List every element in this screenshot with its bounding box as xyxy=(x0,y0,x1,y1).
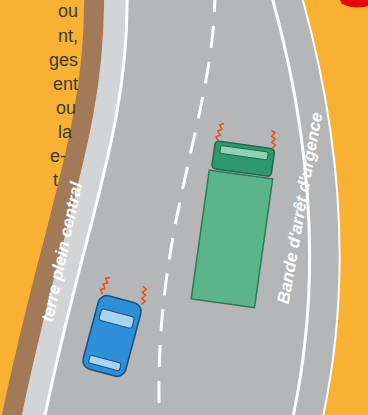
hazard-light xyxy=(215,123,223,142)
text-fragment: e- xyxy=(50,147,66,165)
text-fragment: ou xyxy=(58,2,78,20)
hazard-light xyxy=(269,130,277,149)
car-rear-window xyxy=(88,355,121,371)
car-windshield xyxy=(99,308,135,328)
hazard-light xyxy=(138,286,148,305)
green-truck xyxy=(191,123,279,308)
text-fragment: la xyxy=(58,123,72,141)
hazard-light xyxy=(100,276,110,295)
truck-windshield xyxy=(220,145,269,160)
text-fragment: ou xyxy=(56,99,76,117)
text-fragment: ent xyxy=(53,75,78,93)
text-fragment: t xyxy=(53,171,58,189)
road-surface xyxy=(0,0,340,415)
corner-mark xyxy=(340,0,368,8)
blue-car xyxy=(80,276,149,379)
text-fragment: ges xyxy=(49,51,78,69)
car-body xyxy=(81,294,143,379)
truck-trailer xyxy=(191,170,272,308)
text-fragment: nt, xyxy=(58,27,78,45)
